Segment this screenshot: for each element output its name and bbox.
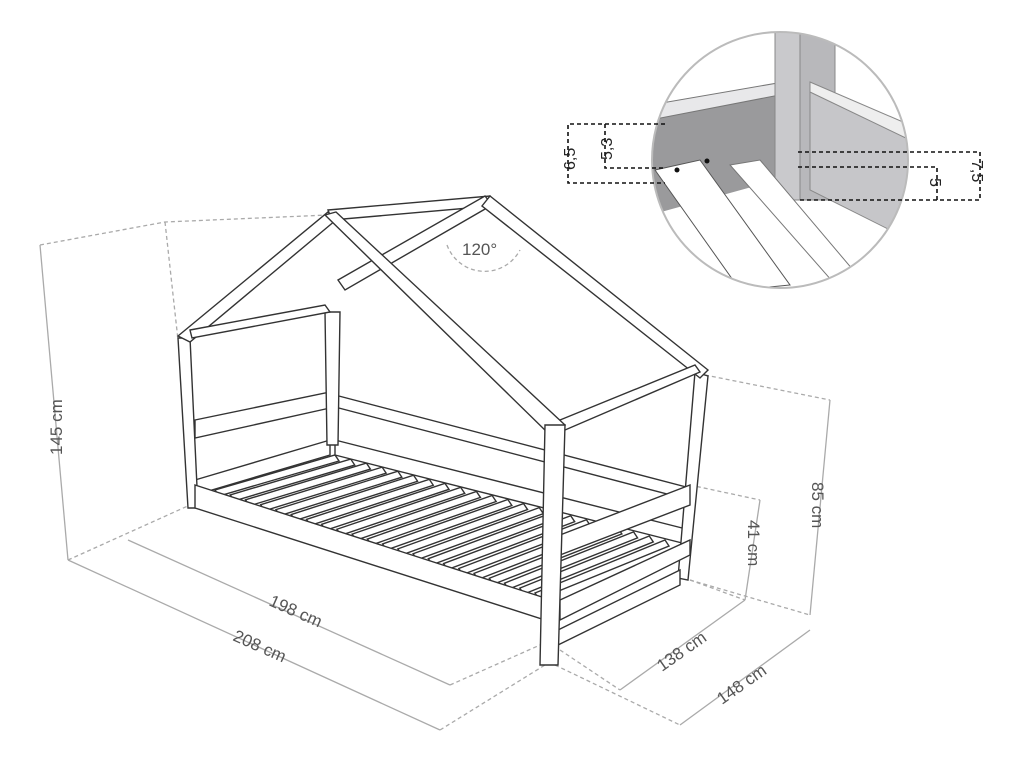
rail-height-label: 41 cm: [744, 520, 763, 566]
height-total-label: 145 cm: [47, 399, 66, 455]
side-height-label: 85 cm: [808, 482, 827, 528]
detail-dim-6-5: 6,5: [562, 148, 579, 170]
detail-dim-7-5: 7,5: [968, 160, 985, 182]
inner-width-label: 138 cm: [653, 628, 710, 676]
outer-width-label: 148 cm: [713, 661, 770, 709]
inner-length-label: 198 cm: [266, 591, 325, 631]
bed-frame: [176, 195, 710, 666]
detail-dim-5-3: 5,3: [599, 138, 616, 160]
outer-length-label: 208 cm: [230, 626, 289, 666]
slats: [213, 454, 671, 600]
dimension-lines: [39, 214, 831, 731]
detail-dim-5: 5: [926, 178, 943, 187]
joint-detail-inset: [567, 31, 981, 289]
roof-angle-label: 120°: [462, 240, 497, 259]
